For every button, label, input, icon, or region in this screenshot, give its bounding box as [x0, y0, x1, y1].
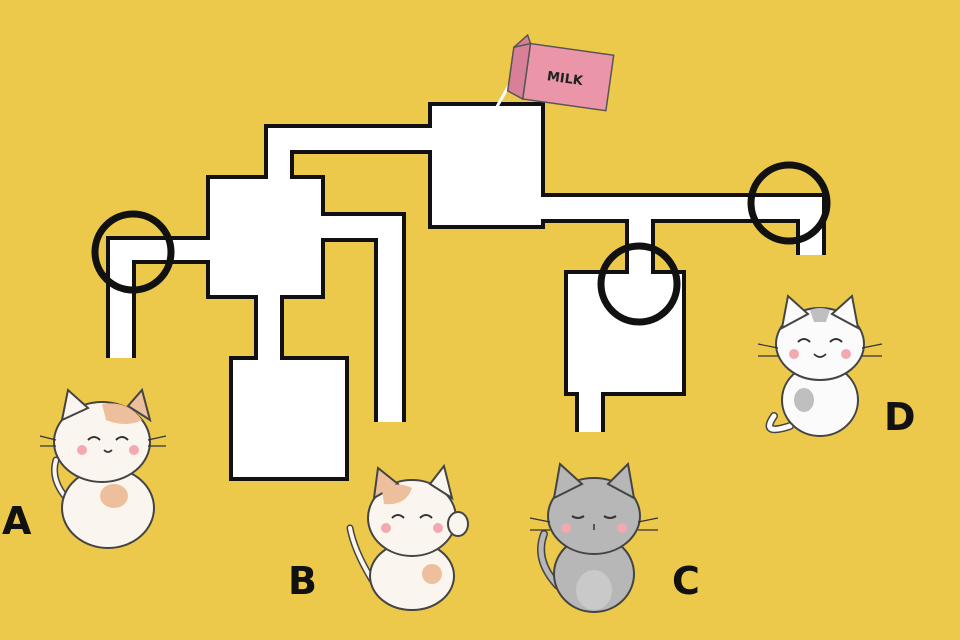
- cat-d-label: D: [884, 395, 916, 439]
- pipe-interior: [110, 106, 822, 477]
- milk-carton: MILK: [492, 33, 615, 113]
- blockage-ring-a: [91, 210, 175, 294]
- blockage-ring-c: [597, 242, 681, 326]
- milk-label: MILK: [546, 69, 585, 89]
- cat-b-label: B: [288, 559, 317, 603]
- cat-b[interactable]: [346, 463, 469, 611]
- cat-c-label: C: [672, 559, 700, 603]
- blockage-ring-d: [747, 161, 831, 245]
- cat-a-label: A: [2, 499, 32, 543]
- cat-a[interactable]: [39, 387, 167, 549]
- cat-d[interactable]: [757, 294, 883, 437]
- cat-c[interactable]: [529, 461, 659, 613]
